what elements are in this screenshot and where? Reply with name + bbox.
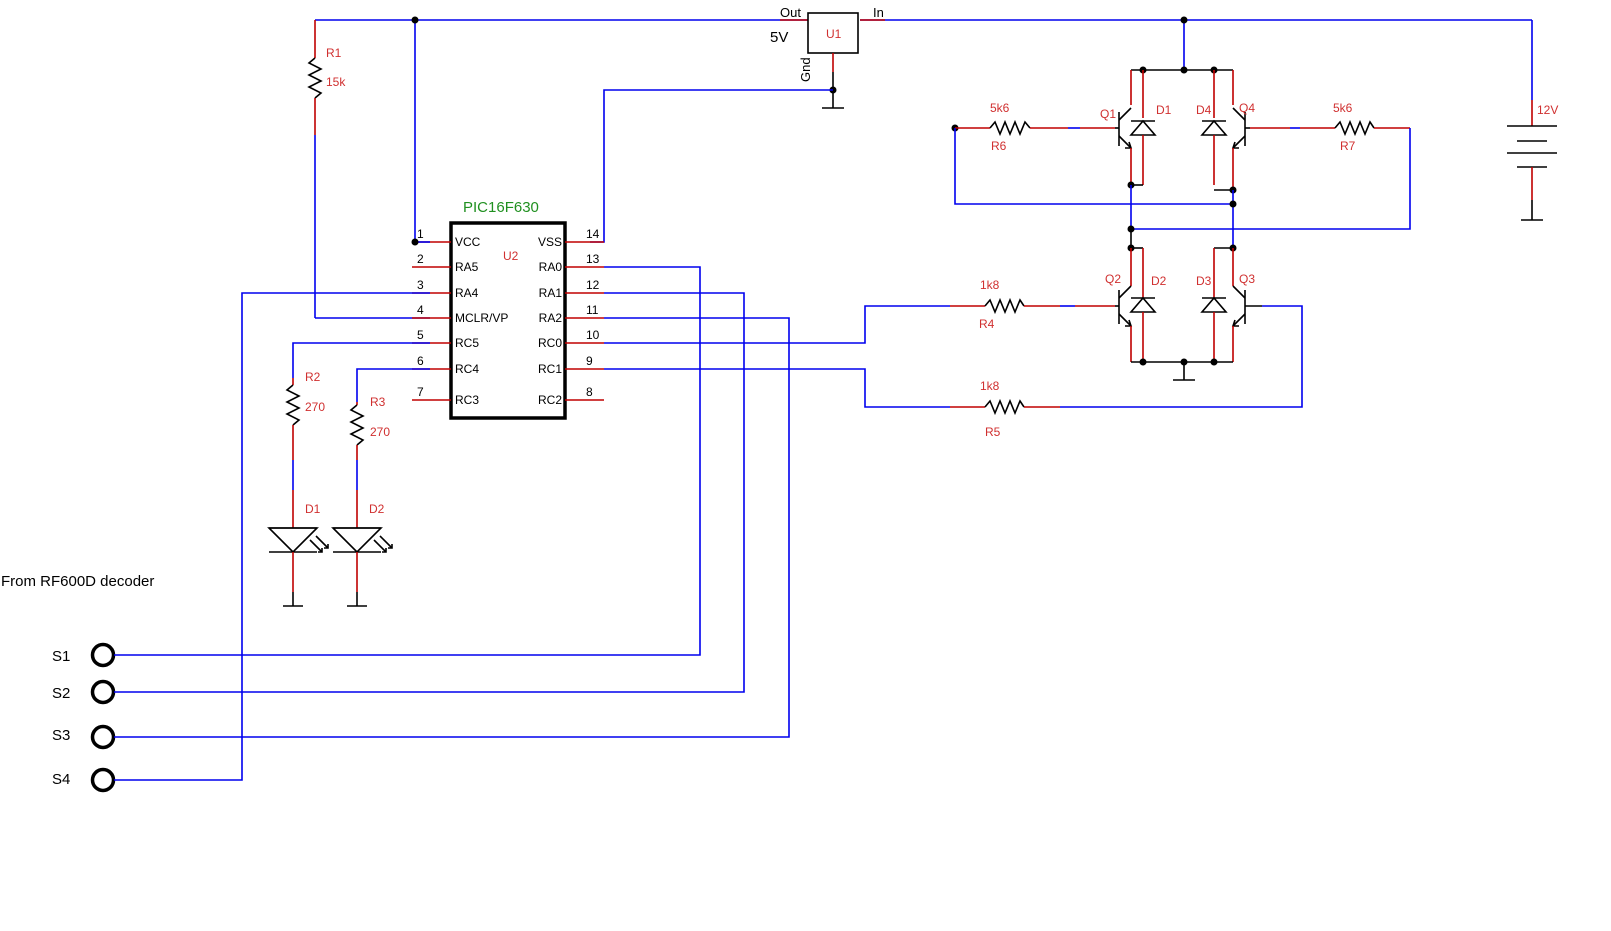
r4-ref: R4 — [979, 317, 995, 331]
chip-pin-name: VSS — [538, 235, 562, 249]
chip-pin-name: RA1 — [539, 286, 563, 300]
chip-part-label: PIC16F630 — [463, 199, 539, 216]
r2-value: 270 — [305, 400, 325, 414]
regulator-out-label: Out — [780, 5, 801, 20]
chip-pin-number: 6 — [417, 354, 424, 368]
bridge-d4-label: D4 — [1196, 103, 1212, 117]
r1-ref: R1 — [326, 46, 342, 60]
q3-label: Q3 — [1239, 272, 1255, 286]
microcontroller-u2: PIC16F630 U2 1VCC2RA53RA44MCLR/VP5RC56RC… — [411, 199, 604, 420]
chip-pin-name: MCLR/VP — [455, 311, 508, 325]
q2-label: Q2 — [1105, 272, 1121, 286]
input-terminal-s2 — [90, 679, 116, 705]
chip-pin-number: 14 — [586, 227, 600, 241]
regulator-ref: U1 — [826, 27, 842, 41]
input-label-s1: S1 — [52, 648, 70, 665]
led-d2-label: D2 — [369, 502, 385, 516]
chip-pin-name: RC3 — [455, 393, 479, 407]
input-label-s2: S2 — [52, 685, 70, 702]
chip-pin-name: RA2 — [539, 311, 563, 325]
chip-pin-name: RA4 — [455, 286, 479, 300]
chip-pin-number: 13 — [586, 252, 600, 266]
input-terminal-s1 — [90, 642, 116, 668]
chip-pin-name: RA0 — [539, 260, 563, 274]
r6-value: 5k6 — [990, 101, 1010, 115]
r4-value: 1k8 — [980, 278, 1000, 292]
input-terminal-s4 — [90, 767, 116, 793]
input-label-s3: S3 — [52, 727, 70, 744]
battery-voltage: 12V — [1537, 103, 1558, 117]
chip-pin-number: 10 — [586, 328, 600, 342]
chip-pin-name: VCC — [455, 235, 481, 249]
chip-ref-label: U2 — [503, 249, 519, 263]
regulator-gnd-label: Gnd — [798, 57, 813, 82]
r7-value: 5k6 — [1333, 101, 1353, 115]
chip-pin-number: 3 — [417, 278, 424, 292]
chip-pin-name: RC4 — [455, 362, 479, 376]
q1-label: Q1 — [1100, 107, 1116, 121]
voltage-regulator-u1: U1 Out In 5V Gnd — [590, 5, 885, 243]
r7-ref: R7 — [1340, 139, 1356, 153]
chip-pin-name: RC0 — [538, 336, 562, 350]
regulator-voltage-label: 5V — [770, 29, 788, 46]
q4-label: Q4 — [1239, 101, 1255, 115]
resistor-r1: R1 15k — [307, 20, 430, 319]
inputs-caption: From RF600D decoder — [1, 573, 154, 590]
power-rail — [315, 16, 1533, 242]
chip-pin-number: 5 — [417, 328, 424, 342]
chip-pin-number: 8 — [586, 385, 593, 399]
chip-pin-name: RA5 — [455, 260, 479, 274]
chip-pin-name: RC1 — [538, 362, 562, 376]
chip-pin-name: RC2 — [538, 393, 562, 407]
led-branch: R2 270 R3 270 D1 D2 — [267, 342, 430, 607]
chip-pin-number: 7 — [417, 385, 424, 399]
chip-pin-number: 9 — [586, 354, 593, 368]
chip-pin-number: 1 — [417, 227, 424, 241]
r5-ref: R5 — [985, 425, 1001, 439]
bridge-d2-label: D2 — [1151, 274, 1167, 288]
regulator-in-label: In — [873, 5, 884, 20]
input-label-s4: S4 — [52, 771, 70, 788]
r6-ref: R6 — [991, 139, 1007, 153]
h-bridge: Q1 D1 Q4 D4 — [1100, 66, 1262, 381]
chip-pin-name: RC5 — [455, 336, 479, 350]
r5-value: 1k8 — [980, 379, 1000, 393]
r2-ref: R2 — [305, 370, 321, 384]
chip-pin-number: 12 — [586, 278, 600, 292]
input-section: From RF600D decoder S1 S2 S3 S4 — [1, 266, 790, 793]
chip-pin-number: 4 — [417, 303, 424, 317]
r3-ref: R3 — [370, 395, 386, 409]
input-terminal-s3 — [90, 724, 116, 750]
chip-pin-number: 2 — [417, 252, 424, 266]
r1-value: 15k — [326, 75, 346, 89]
chip-pin-number: 11 — [586, 303, 599, 317]
upper-drive: 5k6 R6 5k6 R7 — [951, 101, 1411, 230]
led-d1-label: D1 — [305, 502, 321, 516]
r3-value: 270 — [370, 425, 390, 439]
bridge-d1-label: D1 — [1156, 103, 1172, 117]
bridge-drive-wires: 1k8 R4 1k8 R5 — [604, 278, 1303, 439]
battery-12v: 12V — [1507, 100, 1558, 221]
bridge-d3-label: D3 — [1196, 274, 1212, 288]
